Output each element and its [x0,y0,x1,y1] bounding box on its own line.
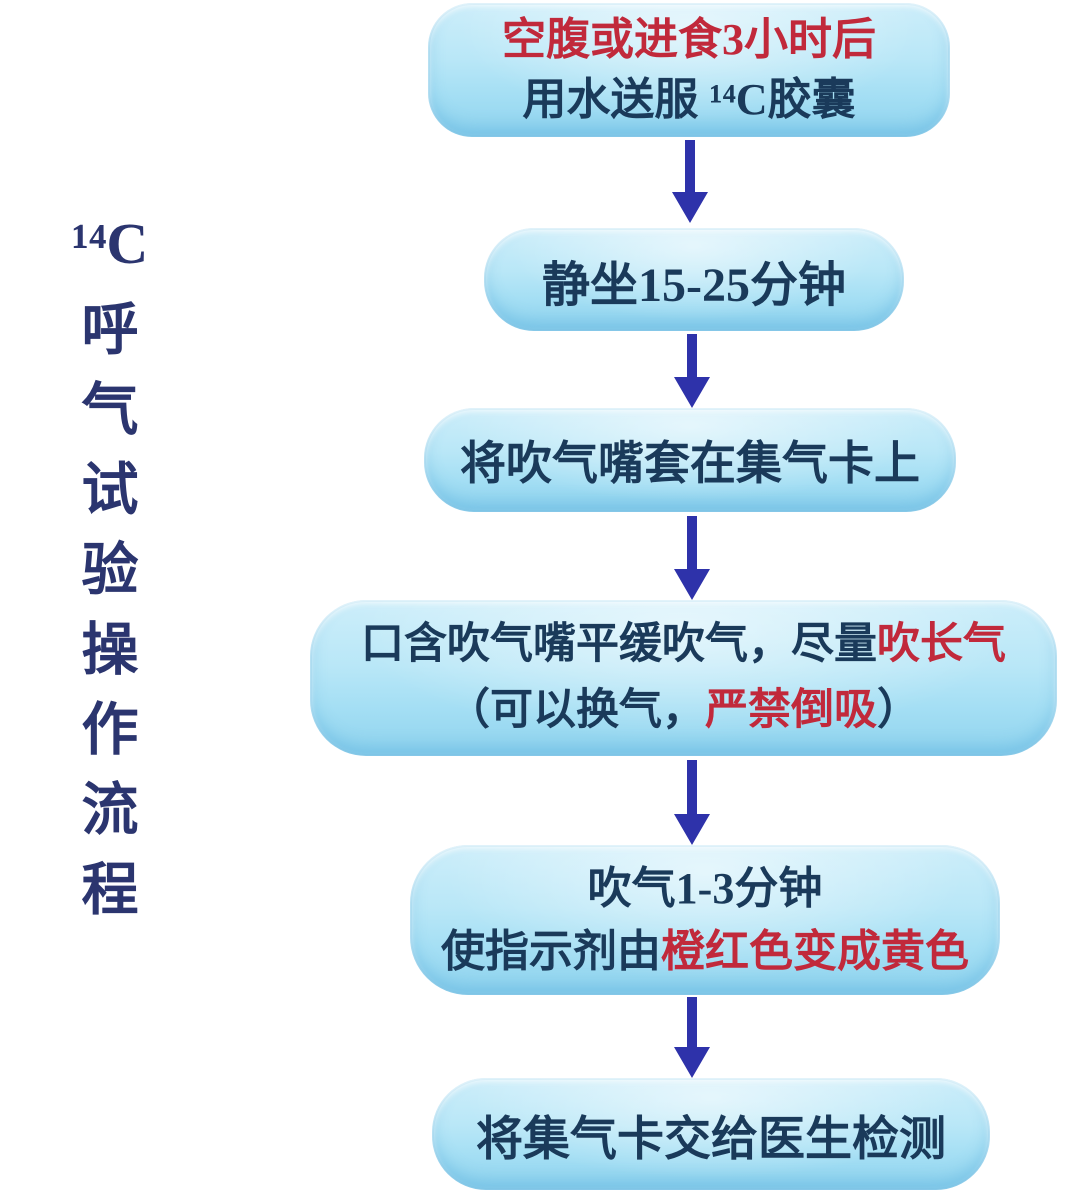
diagram-title: ¹⁴C 呼气试验操作流程 [48,205,172,931]
arrow-down-icon [672,140,708,223]
arrow-head [674,1047,710,1078]
step2-line1-text: 静坐15-25分钟 [542,258,846,312]
step1-line1: 空腹或进食3小时后 [502,10,876,70]
step4-line2: （可以换气，严禁倒吸） [447,678,920,744]
step4-line1-emphasis: 吹长气 [877,621,1006,668]
step4-line1: 口含吹气嘴平缓吹气，尽量吹长气 [361,612,1006,678]
arrow-shaft [687,997,697,1047]
arrow-shaft [687,334,697,377]
step-attach-mouthpiece: 将吹气嘴套在集气卡上 [424,408,956,512]
step1-line1-text: 空腹或进食3小时后 [502,15,876,64]
arrow-shaft [685,140,695,192]
step-blow-steadily: 口含吹气嘴平缓吹气，尽量吹长气 （可以换气，严禁倒吸） [310,600,1057,756]
arrow-down-icon [674,516,710,600]
step4-line2-close: ） [877,687,920,734]
step-give-card-to-doctor: 将集气卡交给医生检测 [432,1078,990,1190]
arrow-shaft [687,760,697,814]
arrow-head [674,377,710,408]
step4-line2-emphasis: 严禁倒吸 [705,687,877,734]
step-sit-still: 静坐15-25分钟 [484,228,904,331]
arrow-head [674,814,710,845]
arrow-head [672,192,708,223]
step4-line2-open: （可以换气， [447,687,705,734]
arrow-down-icon [674,760,710,845]
step5-line1: 吹气1-3分钟 [588,857,823,920]
step5-line2-main: 使指示剂由 [441,927,661,976]
step-take-capsule: 空腹或进食3小时后 用水送服 ¹⁴C胶囊 [428,3,950,137]
arrow-down-icon [674,997,710,1078]
step5-line2-emphasis: 橙红色变成黄色 [661,927,969,976]
step6-line1-text: 将集气卡交给医生检测 [476,1113,946,1166]
step3-line1-text: 将吹气嘴套在集气卡上 [460,438,920,489]
title-text: 呼气试验操作流程 [81,299,139,922]
step3-line1: 将吹气嘴套在集气卡上 [460,427,920,493]
step-blow-1-3-minutes: 吹气1-3分钟 使指示剂由橙红色变成黄色 [410,845,1000,995]
step1-line2: 用水送服 ¹⁴C胶囊 [522,70,855,130]
step1-line2-text: 用水送服 ¹⁴C胶囊 [522,75,856,124]
step6-line1: 将集气卡交给医生检测 [476,1100,946,1169]
step4-line1-main: 口含吹气嘴平缓吹气，尽量 [361,621,877,668]
arrow-down-icon [674,334,710,408]
arrow-shaft [687,516,697,569]
step2-line1: 静坐15-25分钟 [542,245,846,315]
arrow-head [674,569,710,600]
step5-line2: 使指示剂由橙红色变成黄色 [441,920,969,983]
title-isotope: ¹⁴C [71,211,149,276]
step5-line1-text: 吹气1-3分钟 [587,864,823,913]
